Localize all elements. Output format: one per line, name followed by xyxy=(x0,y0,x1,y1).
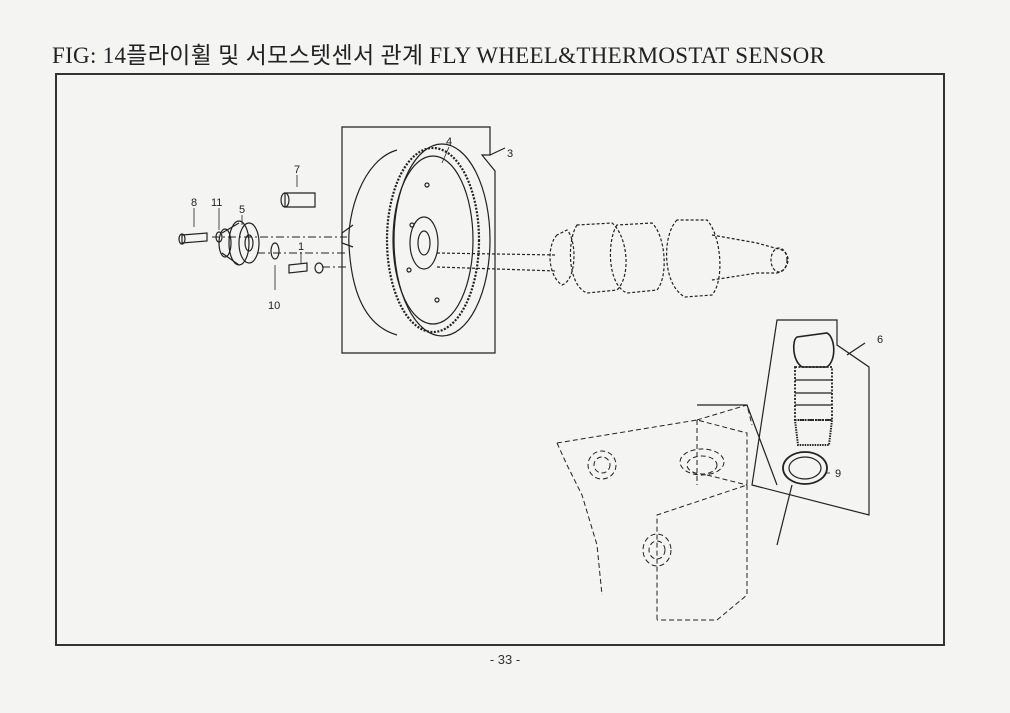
flange-5-icon xyxy=(218,220,260,266)
callout-3: 3 xyxy=(507,148,513,160)
bolt-1-icon xyxy=(288,262,324,274)
pin-8-icon xyxy=(280,192,316,208)
callout-labels: 8 11 5 7 1 10 4 3 6 9 xyxy=(191,136,883,480)
seal-10-icon xyxy=(270,242,280,260)
flywheel-assembly-outline xyxy=(341,126,496,354)
engine-block-icon xyxy=(556,404,753,621)
callout-7: 9 xyxy=(835,468,841,480)
callout-11: 11 xyxy=(211,197,222,209)
flywheel-icon xyxy=(341,143,491,337)
diagram-frame: 8 11 5 7 1 10 4 3 6 9 xyxy=(55,73,945,646)
crankshaft-icon xyxy=(436,219,789,298)
gasket-7-icon xyxy=(782,451,828,485)
callout-1: 1 xyxy=(298,241,304,253)
callout-4: 4 xyxy=(446,136,452,148)
thermostat-sensor-icon xyxy=(792,332,835,446)
thermostat-sensor-outline xyxy=(751,319,870,516)
callout-10: 10 xyxy=(268,300,280,312)
korean-title: 14플라이휠 및 서모스텟센서 관계 xyxy=(102,43,424,68)
exploded-parts-diagram: 8 11 5 7 1 10 4 3 6 9 xyxy=(178,126,883,621)
bolt-9-icon xyxy=(178,232,208,245)
callout-8: 7 xyxy=(294,164,300,176)
page-number: - 33 - xyxy=(489,652,521,667)
fig-label: FIG: xyxy=(52,43,97,68)
english-title: FLY WHEEL&THERMOSTAT SENSOR xyxy=(429,43,826,68)
callout-5: 5 xyxy=(239,204,245,216)
callout-9: 8 xyxy=(191,197,197,209)
callout-6: 6 xyxy=(877,334,883,346)
